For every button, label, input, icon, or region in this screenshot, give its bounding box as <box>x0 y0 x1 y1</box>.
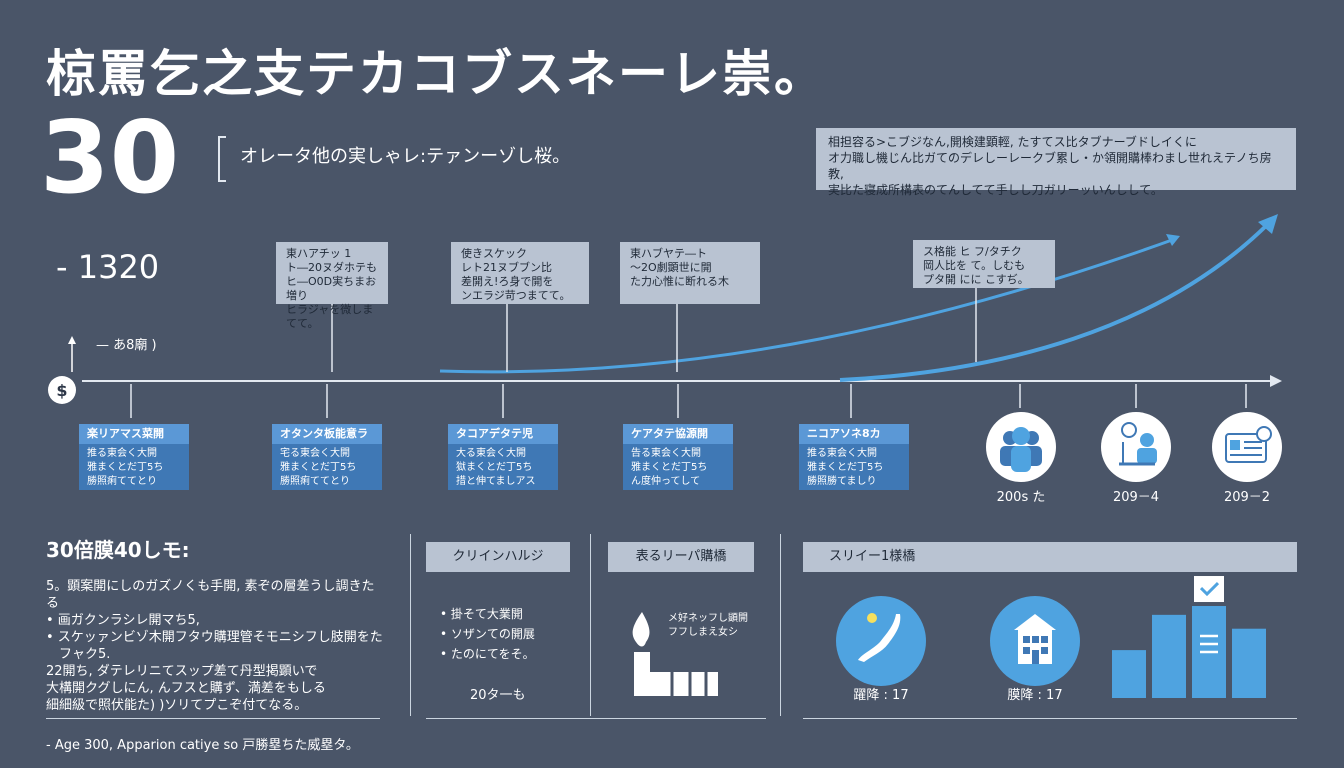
timeline-card: ニコアソネ8カ 推る東会く大開 雅まくとだ丁5ち 勝照勝てましり <box>799 424 909 490</box>
chart-bar <box>1112 650 1146 698</box>
bar-chart-icon <box>1112 576 1266 698</box>
page-title: 椋罵乞之支テカコブスネーレ崇。 <box>46 45 826 103</box>
card-header: ニコアソネ8カ <box>799 424 909 444</box>
divider <box>780 534 781 716</box>
sub-number: - 1320 <box>56 248 160 286</box>
growth-curve-2 <box>839 222 1270 382</box>
circle-label: 209－4 <box>1112 490 1160 505</box>
svg-text:$: $ <box>56 381 67 400</box>
bullet-list: • 掛そて大業開 • ソザンての開展 • たのにてをそ。 <box>440 604 535 664</box>
bullet-item: • 掛そて大業開 <box>440 607 523 621</box>
callout-box: 使きスケック レト21ヌブブン比 差開え!ろ身で開を ンエラジ苛つまてて。 <box>451 242 589 304</box>
map-label: 躍降 : 17 <box>853 688 909 703</box>
building-icon <box>990 596 1080 686</box>
note-box: 相担容る>こブジなん,開検建顕輕, たすてス比タブナーブドしイくに オ力職し機じ… <box>816 128 1296 197</box>
check-box-icon <box>1194 576 1224 603</box>
divider <box>426 718 766 719</box>
card-body: 宅る東会く大開 雅まくとだ丁5ち 勝照痢ててとり <box>280 448 357 487</box>
dollar-icon: $ <box>48 376 76 404</box>
timeline-card: 楽リアマス菜開 推る東会く大開 雅まくとだ丁5ち 勝照痢ててとり <box>79 424 189 490</box>
card-header: 楽リアマス菜開 <box>79 424 189 444</box>
big-number: 30 <box>40 99 180 216</box>
check-icon <box>1199 581 1220 597</box>
chart-bar <box>1232 628 1266 698</box>
circle-label: 200s た <box>996 490 1046 505</box>
card-header: オタンタ板能意ラ <box>272 424 382 444</box>
timeline-arrow-head <box>1270 375 1282 387</box>
section-title: 30倍膜40しモ: <box>46 538 190 562</box>
divider <box>803 718 1297 719</box>
year-label: 20タ一も <box>470 688 526 703</box>
card-body: 推る東会く大開 雅まくとだ丁5ち 勝照痢ててとり <box>87 448 164 487</box>
bullet-item: • たのにてをそ。 <box>440 647 535 661</box>
divider <box>410 534 411 716</box>
timeline-card: オタンタ板能意ラ 宅る東会く大開 雅まくとだ丁5ち 勝照痢ててとり <box>272 424 382 490</box>
bullet-item: • ソザンての開展 <box>440 627 535 641</box>
icon-caption: メ好ネッフし顕開 フフしまえ女シ <box>668 613 748 638</box>
section-body: 5。顕案開にしのガズノくも手開, 素ぞの層差うし調きたる • 画ガクンラシレ開マ… <box>46 579 383 713</box>
tab-label: 表るリーパ購橋 <box>608 542 754 572</box>
timeline-card: タコアデタテ児 大る東会く大開 獄まくとだ丁5ち 措と伸てましアス <box>448 424 558 490</box>
chart-bar <box>1152 614 1186 698</box>
card-body: 大る東会く大開 獄まくとだ丁5ち 措と伸てましアス <box>456 448 536 487</box>
card-body: 推る東会く大開 雅まくとだ丁5ち 勝照勝てましり <box>807 448 884 487</box>
up-label: — あ8廟 ) <box>96 338 157 353</box>
building-label: 膜降 : 17 <box>1007 688 1063 703</box>
card-body: 告る東会く大開 雅まくとだ丁5ち ん度仲ってして <box>631 448 708 487</box>
card-header: ケアタテ協源開 <box>623 424 733 444</box>
growth-curve-2-head <box>1258 214 1278 234</box>
divider <box>46 718 380 719</box>
person-desk-icon <box>1101 412 1171 482</box>
callout-box: 東ハアチッ 1 ト―20ヌダホテも ヒ―O0D実ちまお増り ヒラジャを微しまてて… <box>276 242 388 330</box>
card-header: タコアデタテ児 <box>448 424 558 444</box>
tab-label: スリイー1様橋 <box>803 542 1297 572</box>
circle-label: 209－2 <box>1223 490 1271 505</box>
group-people-icon <box>986 412 1056 482</box>
pipe-tool-icon <box>632 612 718 696</box>
growth-curve-1-head <box>1166 234 1180 246</box>
growth-curve-1 <box>439 238 1173 374</box>
tab-label: クリインハルジ <box>426 542 570 572</box>
divider <box>590 534 591 716</box>
up-arrow-head <box>68 336 76 344</box>
callout-box: 東ハブヤテ―ト ～2O劇顕世に開 た力心惟に断れる木 <box>620 242 760 304</box>
bracket-caption: オレータ他の実しゃレ:テァンーゾし桜。 <box>218 136 570 182</box>
timeline-card: ケアタテ協源開 告る東会く大開 雅まくとだ丁5ち ん度仲ってして <box>623 424 733 490</box>
id-card-icon <box>1212 412 1282 482</box>
note-text: 相担容る>こブジなん,開検建顕輕, たすてス比タブナーブドしイくに オ力職し機じ… <box>828 135 1272 197</box>
japan-map-icon <box>836 596 926 686</box>
callout-box: ス格能 ヒ フ/タチク 岡人比を て。しむも プタ開 にに こすぢ。 <box>913 240 1055 288</box>
footer-note: - Age 300, Apparion catiye so 戸勝塁ちた威塁タ。 <box>46 738 359 753</box>
